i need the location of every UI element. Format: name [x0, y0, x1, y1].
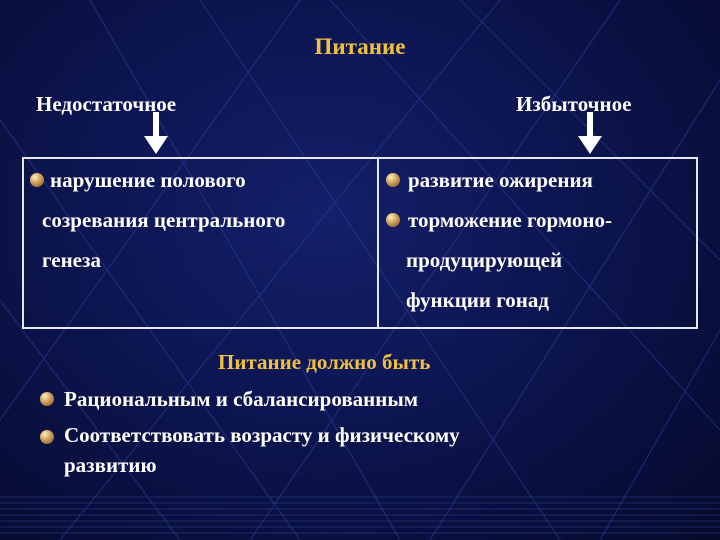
summary-heading: Питание должно быть — [218, 350, 431, 374]
right-line-2: продуцирующей — [406, 248, 563, 272]
bullet-icon — [40, 392, 54, 406]
bullet-icon — [386, 173, 400, 187]
right-bullet-1: развитие ожирения — [408, 168, 593, 192]
slide-title: Питание — [314, 34, 406, 59]
right-heading: Избыточное — [516, 92, 632, 116]
down-arrow-icon — [144, 112, 168, 154]
comparison-box — [22, 157, 698, 329]
bullet-icon — [386, 213, 400, 227]
right-line-1: торможение гормоно- — [408, 208, 612, 232]
left-line-3: генеза — [42, 248, 101, 272]
down-arrow-icon — [578, 112, 602, 154]
bullet-icon — [30, 173, 44, 187]
right-line-3: функции гонад — [406, 288, 549, 312]
left-line-2: созревания центрального — [42, 208, 286, 232]
bullet-icon — [40, 430, 54, 444]
summary-line-1: Соответствовать возрасту и физическому — [64, 423, 460, 447]
column-divider — [377, 157, 379, 329]
summary-line-2: развитию — [64, 453, 157, 477]
left-heading: Недостаточное — [36, 92, 177, 116]
summary-bullet-1: Рациональным и сбалансированным — [64, 387, 419, 411]
left-line-1: нарушение полового — [50, 168, 246, 192]
